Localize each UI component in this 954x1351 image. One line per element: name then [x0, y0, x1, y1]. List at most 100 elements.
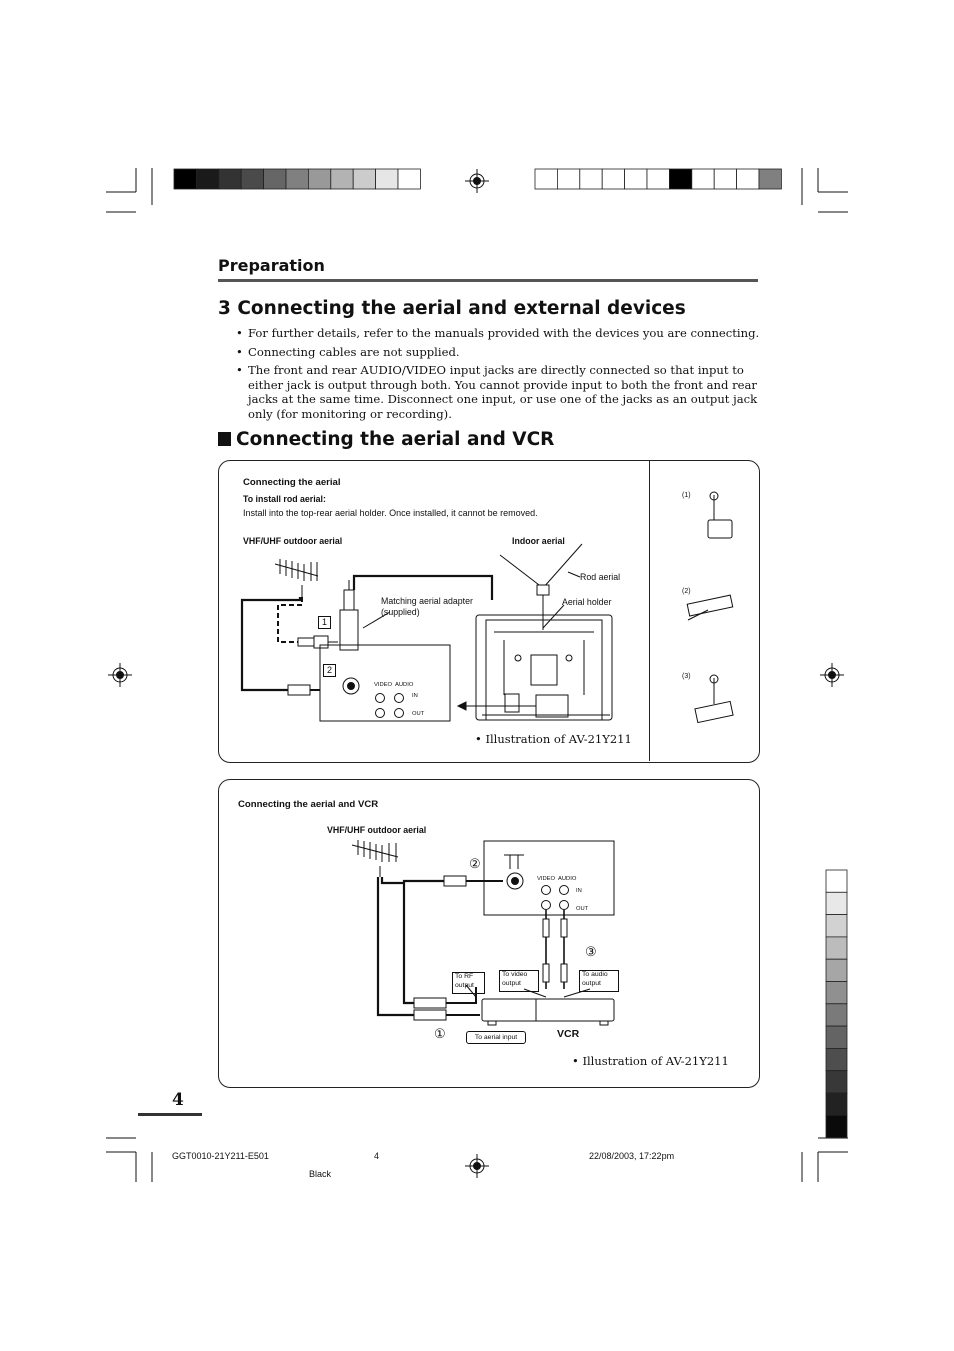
figure1-caption: • Illustration of AV-21Y211	[475, 732, 632, 746]
aerial-connection-diagram	[240, 491, 734, 724]
figure2-heading: Connecting the aerial and VCR	[238, 799, 379, 810]
figure1-note: Install into the top-rear aerial holder.…	[243, 508, 538, 518]
to-aerial-input-label: To aerial input	[466, 1031, 526, 1044]
registration-swatch	[736, 168, 760, 190]
page-title: 3 Connecting the aerial and external dev…	[218, 298, 686, 319]
registration-swatch	[713, 168, 738, 190]
outdoor-aerial-icon	[274, 559, 319, 598]
page-number-rule	[138, 1113, 202, 1116]
vcr-outdoor-aerial-label: VHF/UHF outdoor aerial	[327, 825, 427, 835]
grayscale-swatch	[825, 958, 848, 982]
grayscale-swatch	[825, 1048, 848, 1072]
registration-swatch	[240, 168, 264, 190]
grayscale-swatch	[825, 869, 848, 893]
label-line: To video	[502, 971, 528, 978]
registration-swatch	[624, 168, 648, 190]
step-1-box: 1	[318, 616, 331, 629]
registration-swatch	[330, 168, 354, 190]
footer-page: 4	[374, 1151, 380, 1161]
in-label: IN	[412, 693, 418, 699]
figure-aerial-box	[218, 460, 760, 763]
figure1-heading: Connecting the aerial	[243, 477, 341, 488]
to-video-output-label: To video output	[499, 970, 539, 992]
rod-aerial-label: Rod aerial	[580, 572, 621, 582]
vcr-connection-diagram	[351, 840, 615, 1026]
grayscale-swatch	[825, 1003, 848, 1027]
figure1-subheading: To install rod aerial:	[243, 494, 326, 504]
to-audio-output-label: To audio output	[579, 970, 619, 992]
registration-swatch	[691, 168, 715, 190]
indoor-aerial-label: Indoor aerial	[512, 536, 565, 546]
label-line: To audio	[582, 971, 608, 978]
registration-swatch	[195, 168, 220, 190]
audio-label: AUDIO	[395, 682, 414, 688]
figure-divider	[649, 461, 651, 761]
vcr-video-label: VIDEO	[537, 876, 556, 882]
grayscale-swatch	[825, 1092, 848, 1116]
grayscale-swatch	[825, 914, 848, 938]
bullet-item: Connecting cables are not supplied.	[236, 345, 760, 360]
vcr-step-3: ③	[585, 945, 597, 960]
grayscale-swatch	[825, 891, 848, 915]
adapter-label-line: Matching aerial adapter	[381, 596, 473, 606]
outdoor-aerial-label: VHF/UHF outdoor aerial	[243, 536, 343, 546]
label-line: output	[502, 979, 521, 987]
grayscale-swatch	[825, 1114, 848, 1139]
registration-swatch	[669, 168, 693, 190]
subsection-title: Connecting the aerial and VCR	[218, 429, 554, 450]
registration-swatch	[397, 168, 421, 190]
side-step-3: (3)	[682, 673, 691, 680]
footer-code: GGT0010-21Y211-E501	[172, 1151, 269, 1161]
registration-swatch	[758, 168, 782, 190]
label-line: output	[582, 979, 601, 987]
to-rf-output-label: To RF output	[452, 972, 485, 994]
registration-swatch	[557, 168, 581, 190]
vcr-label: VCR	[557, 1028, 580, 1040]
registration-swatch	[352, 168, 377, 190]
figure2-caption: • Illustration of AV-21Y211	[572, 1054, 729, 1068]
vcr-step-2: ②	[469, 857, 481, 872]
square-bullet-icon	[218, 432, 231, 446]
page-number: 4	[172, 1090, 184, 1110]
video-label: VIDEO	[374, 682, 393, 688]
registration-swatch	[375, 168, 399, 190]
label-line: To RF	[455, 973, 474, 980]
vcr-outdoor-aerial-icon	[351, 840, 399, 877]
registration-swatch	[263, 168, 287, 190]
bullet-item: For further details, refer to the manual…	[236, 326, 760, 341]
registration-swatch	[646, 168, 670, 190]
grayscale-swatch	[825, 936, 848, 960]
footer-color: Black	[309, 1169, 332, 1179]
section-rule	[218, 279, 758, 282]
side-step-2: (2)	[682, 588, 691, 595]
vcr-audio-label: AUDIO	[558, 876, 577, 882]
adapter-label-line: (supplied)	[381, 607, 420, 617]
vcr-out-label: OUT	[576, 906, 589, 912]
registration-swatch	[285, 168, 309, 190]
section-title: Preparation	[218, 256, 325, 275]
aerial-holder-label: Aerial holder	[562, 597, 612, 607]
vcr-step-1: ①	[434, 1027, 446, 1042]
figure-vcr-box	[218, 779, 760, 1088]
registration-swatch	[173, 168, 197, 190]
registration-swatch	[307, 168, 332, 190]
subsection-title-text: Connecting the aerial and VCR	[236, 429, 555, 450]
registration-swatch	[579, 168, 603, 190]
grayscale-swatch	[825, 981, 848, 1005]
bullet-list: For further details, refer to the manual…	[236, 326, 760, 426]
adapter-label: Matching aerial adapter (supplied)	[381, 596, 473, 618]
grayscale-swatch	[825, 1070, 848, 1094]
label-line: output	[455, 981, 474, 989]
grayscale-swatch	[825, 1025, 848, 1049]
bullet-item: The front and rear AUDIO/VIDEO input jac…	[236, 363, 760, 421]
step-2-box: 2	[323, 664, 336, 677]
registration-swatch	[534, 168, 558, 190]
registration-swatch	[218, 168, 242, 190]
out-label: OUT	[412, 711, 425, 717]
registration-swatch	[601, 168, 626, 190]
side-step-1: (1)	[682, 492, 691, 499]
vcr-in-label: IN	[576, 888, 582, 894]
footer-date: 22/08/2003, 17:22pm	[589, 1151, 675, 1161]
install-steps-icon	[686, 491, 734, 724]
